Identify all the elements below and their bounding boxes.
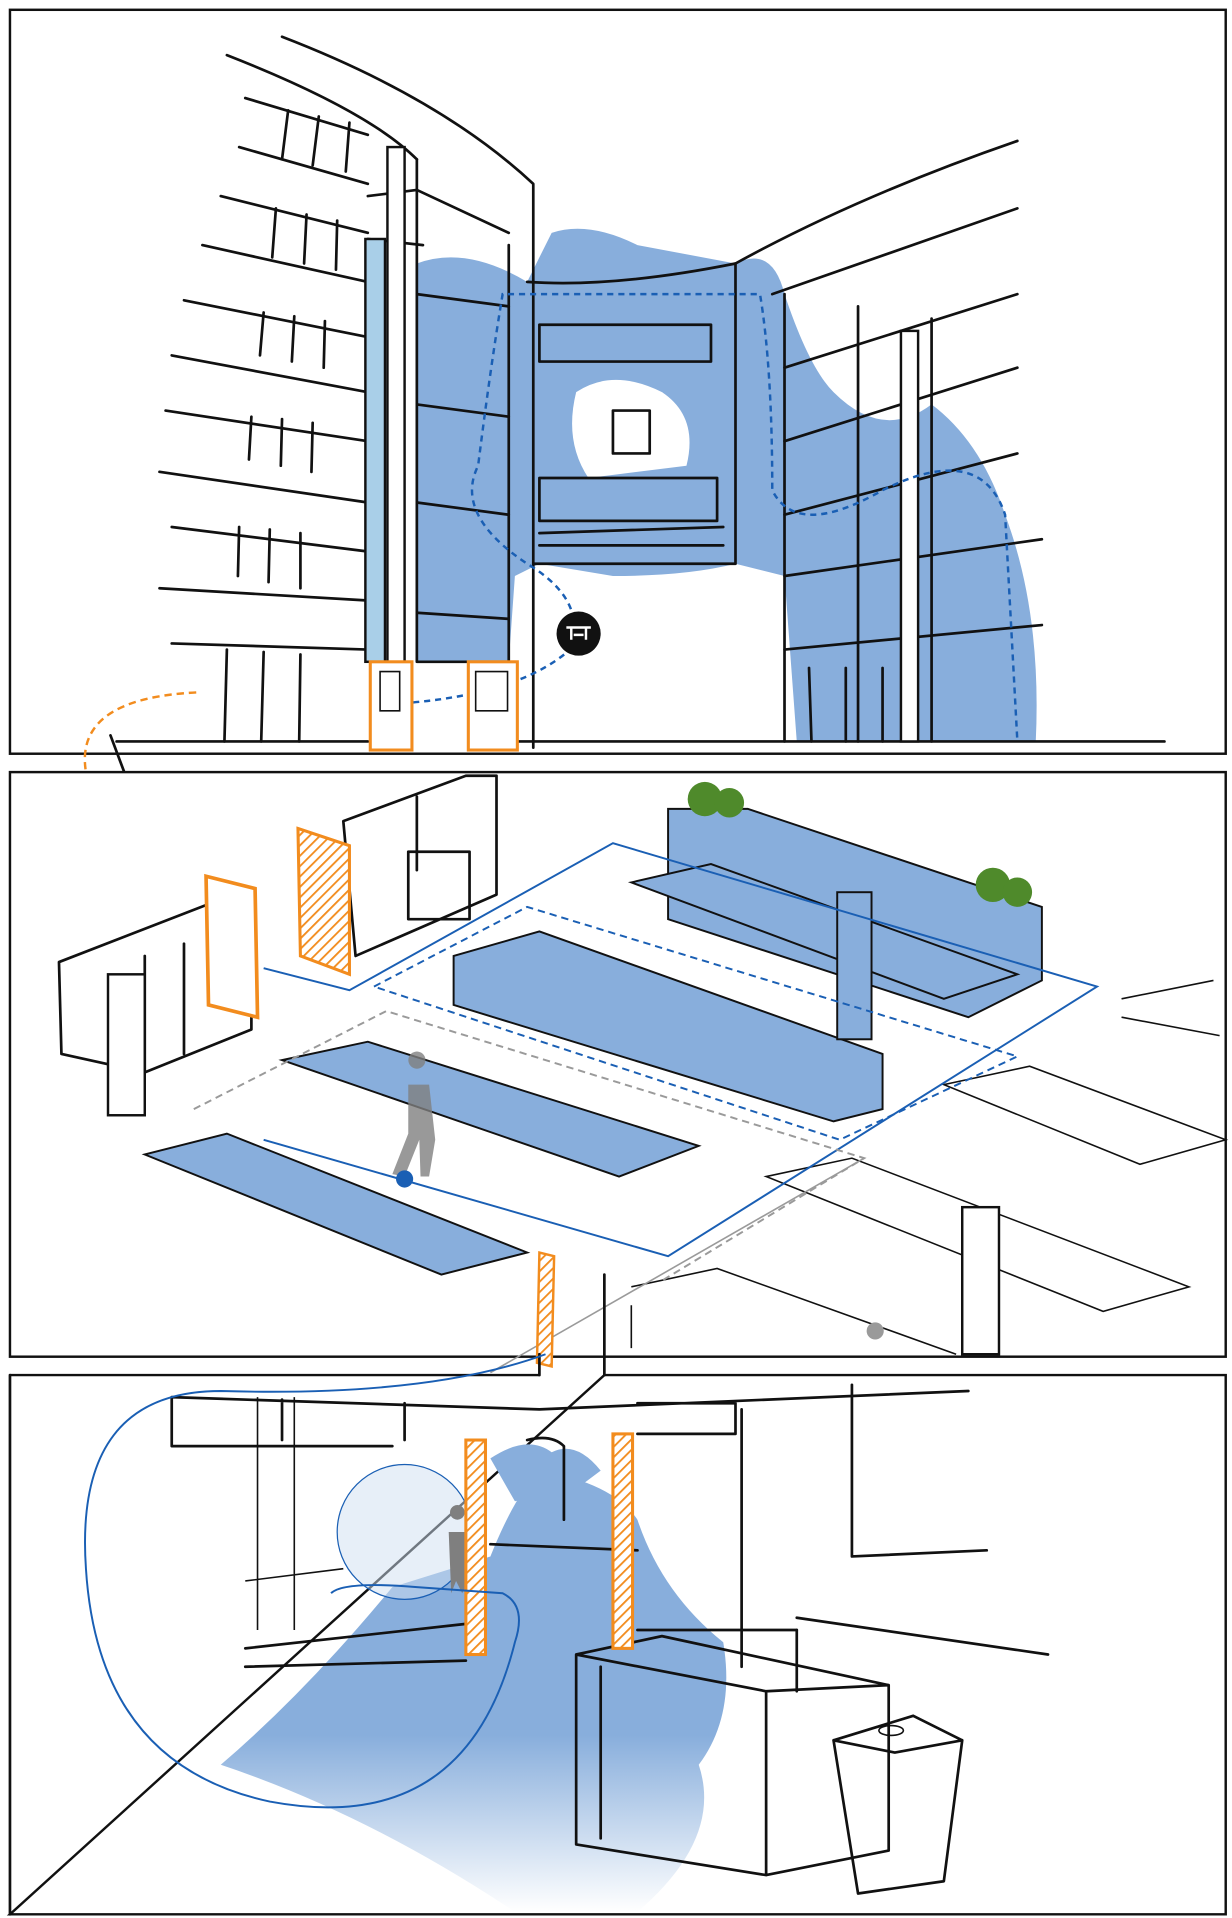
vertical-pipe [364,237,387,664]
drone-icon [556,611,601,656]
robot-path-gray [193,1010,867,1282]
person-silhouette [392,1051,436,1177]
robot-path-dashed [371,905,1021,1141]
robot-path-loop [84,1353,546,1809]
desk-cluster-blue [141,807,1043,1276]
door-open [204,873,260,1020]
person-icon [448,1504,469,1594]
panel-lobby [6,1273,1227,1916]
pillar-hatched-left [464,1438,488,1657]
pillar-hatched-right [611,1432,635,1650]
door-left [368,660,519,752]
robot-marker-icon-gray [866,1322,884,1340]
robot-path-solid [263,842,1100,1258]
transition-path [83,691,216,927]
door-hatched [296,826,351,977]
robot-marker-icon [396,1170,414,1188]
plant-icon [687,781,1033,907]
panel-office [8,770,1229,1374]
coverage-area [416,228,1037,742]
panel-building-exterior [8,8,1227,755]
